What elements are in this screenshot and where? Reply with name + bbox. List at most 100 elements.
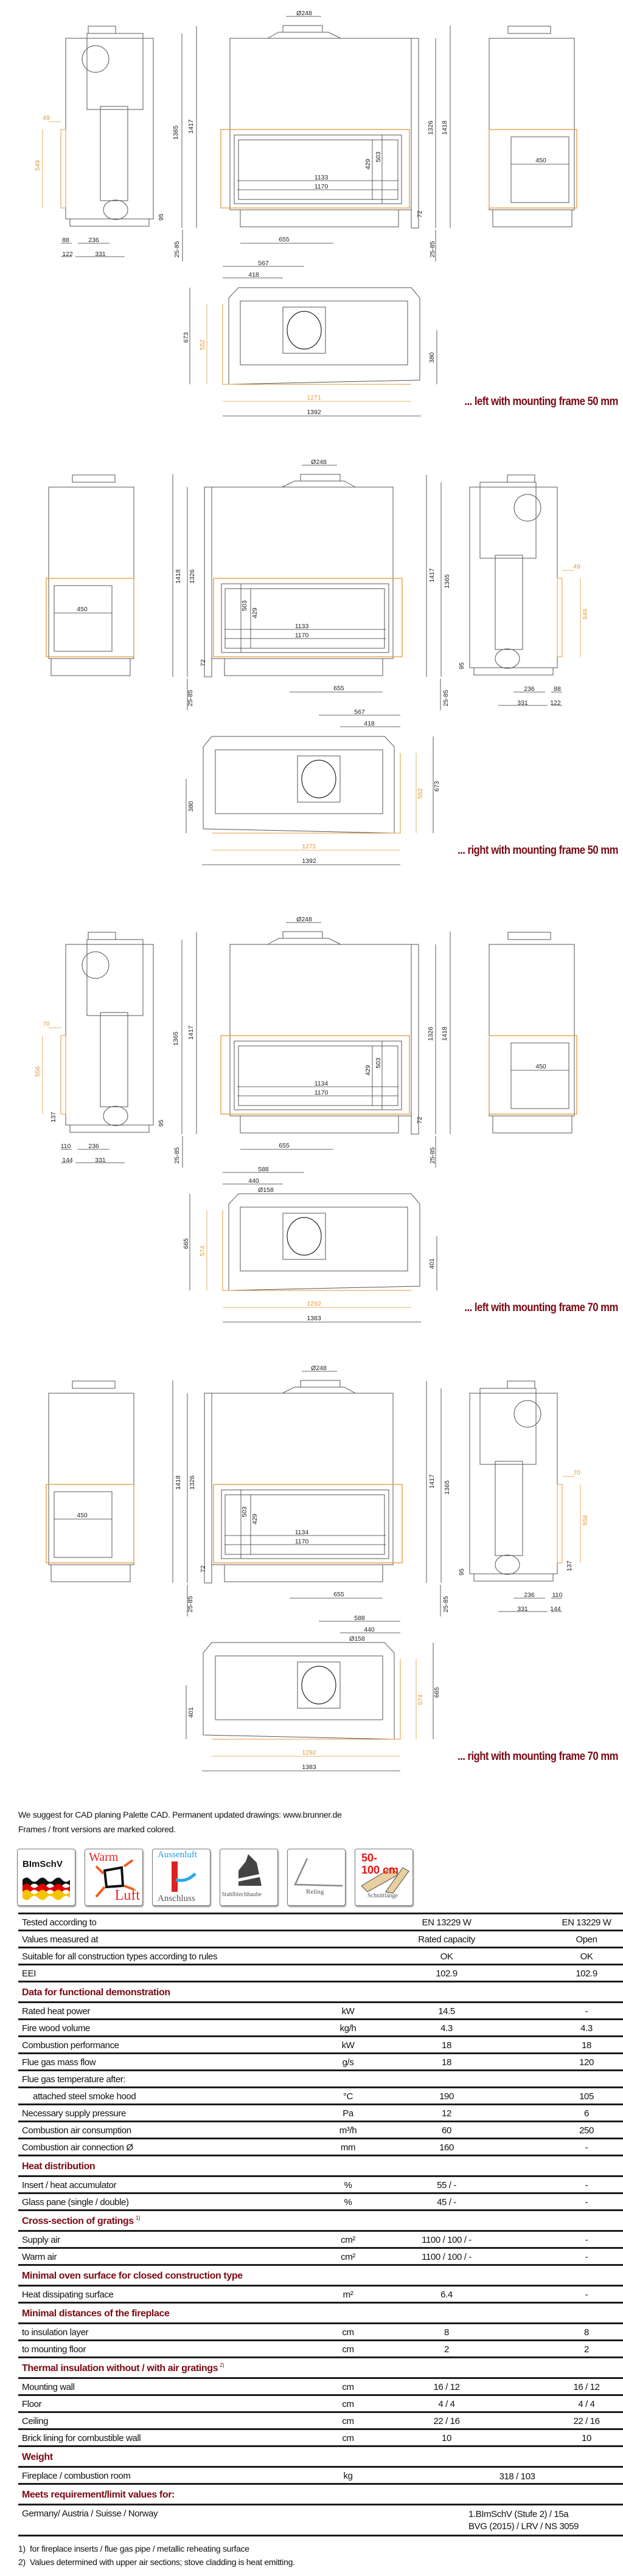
dimension-label-pd: 665: [183, 1238, 190, 1249]
german-flag-waves: [23, 1877, 70, 1900]
section-heading-text: Meets requirement/limit values for:: [22, 2490, 175, 2500]
air-connection: [103, 1106, 128, 1126]
technical-drawing: Ø248136514174954995132614184295031133117…: [46, 459, 589, 865]
dimension-label-glass_h2: 503: [375, 1058, 382, 1068]
right-flue-collar: [507, 932, 551, 940]
row-label: Floor: [22, 2399, 42, 2409]
value-rated: 14.5: [438, 2006, 455, 2017]
dimension-label-pw: 1392: [307, 409, 321, 416]
dimension-label-h1417: 1417: [428, 568, 436, 583]
row-label: Mounting wall: [22, 2382, 75, 2392]
front-post: [204, 486, 212, 677]
dimension-label-glass_h1: 429: [364, 159, 372, 170]
plan-firebox: [240, 1207, 408, 1272]
row-label: Supply air: [22, 2235, 60, 2245]
dimension-label-d655: 655: [333, 685, 344, 692]
dimension-label-d655: 655: [333, 1591, 344, 1598]
row-unit: kg/h: [339, 2023, 357, 2034]
dimension-label-b1: 110: [61, 1143, 71, 1150]
outside-air-icon: Aussenluft Anschluss: [152, 1849, 211, 1906]
row-unit: cm: [342, 2382, 354, 2392]
dimension-label-b3: 122: [550, 699, 561, 707]
standards-line: BVG (2015) / LRV / NS 3059: [468, 2521, 579, 2532]
intro-line-frames: Frames / front versions are marked color…: [18, 1824, 176, 1834]
front-flue-collar: [300, 1380, 341, 1388]
railing-shape: [294, 1858, 343, 1887]
dimension-label-d72: 72: [416, 1117, 423, 1124]
value-open: 22 / 16: [573, 2416, 600, 2426]
dimension-label-frame_height: 556: [34, 1066, 41, 1077]
section-heading: Thermal insulation without / with air gr…: [18, 2358, 623, 2379]
dimension-label-h1365: 1365: [444, 574, 451, 589]
icon-label: Reling: [306, 1888, 324, 1896]
dimension-label-pf: 574: [417, 1694, 424, 1705]
footnote-number: 2): [18, 2557, 26, 2567]
dimension-label-d137: 137: [50, 1112, 57, 1123]
icon-label: Aussenluft: [158, 1850, 197, 1860]
dimension-label-p_d158: Ø158: [349, 1635, 365, 1643]
dimension-label-b3: 144: [550, 1605, 561, 1613]
value-open: 2: [584, 2344, 589, 2355]
plan-outline: [203, 736, 395, 834]
dimension-label-d137: 137: [566, 1560, 573, 1571]
dimension-label-frame_offset: 70: [43, 1020, 50, 1028]
dimension-label-h1417: 1417: [187, 1025, 195, 1040]
value-open: -: [585, 2290, 588, 2300]
drawing-shapes: [42, 16, 577, 417]
flue-collar: [88, 932, 116, 940]
section-caption: ... left with mounting frame 50 mm: [464, 395, 619, 408]
dimension-label-b2: 236: [524, 685, 535, 693]
value-rated: 55 / -: [437, 2180, 456, 2190]
dimension-label-glass_w2: 1170: [295, 632, 309, 639]
dimension-label-pw: 1392: [302, 857, 316, 865]
value-rated: 2: [444, 2344, 449, 2355]
table-row: Insert / heat accumulator%55 / --: [18, 2177, 623, 2194]
intro-line-cad: We suggest for CAD planing Palette CAD. …: [18, 1810, 342, 1819]
value-open: -: [585, 2252, 588, 2262]
dimension-label-h1417: 1417: [428, 1474, 436, 1489]
value-open: 18: [582, 2040, 591, 2051]
dimension-label-frame_offset: 49: [43, 114, 50, 122]
plan-flue-plate: [297, 1661, 341, 1709]
dimension-label-d248: Ø248: [311, 1365, 327, 1372]
value-rated: 10: [442, 2433, 451, 2443]
plan-outline: [228, 1193, 420, 1291]
row-unit: cm: [342, 2399, 354, 2409]
section-caption: ... left with mounting frame 70 mm: [464, 1301, 619, 1314]
dimension-label-h1418: 1418: [175, 1475, 182, 1490]
right-body: [489, 944, 575, 1117]
glass-pane: [224, 1494, 385, 1555]
icon-label: Schnittlänge: [367, 1892, 398, 1899]
front-flue-collar: [282, 25, 323, 33]
footnote-ref: 1): [136, 2215, 141, 2221]
dimension-label-frame_height: 549: [34, 160, 41, 171]
plan-mounting-frame: [222, 304, 411, 385]
dimension-label-h1418: 1418: [441, 120, 448, 135]
dimension-label-b4: 331: [95, 1157, 106, 1164]
row-unit: kW: [341, 2006, 355, 2017]
value-rated: 102.9: [436, 1968, 458, 1979]
row-label: EEI: [22, 1968, 36, 1979]
row-label: Germany/ Austria / Suisse / Norway: [22, 2508, 158, 2519]
dimension-label-d72: 72: [200, 1565, 207, 1573]
right-base: [50, 658, 131, 676]
row-unit: %: [344, 2197, 352, 2207]
row-unit: cm²: [341, 2252, 355, 2262]
row-label: to mounting floor: [22, 2344, 86, 2355]
flue-box: [479, 482, 537, 559]
warm-air-icon: Warm Luft: [85, 1849, 143, 1906]
section-heading: Weight: [18, 2447, 623, 2468]
technical-drawing: Ø248136514177055695137132614184295031134…: [46, 1365, 589, 1771]
dimension-label-adj2: 25-85: [187, 690, 194, 706]
plan-flue-opening: [301, 760, 336, 798]
dimension-label-adj1: 25-85: [173, 1147, 181, 1163]
dimension-label-side_glass: 450: [535, 1063, 546, 1070]
row-label: Necessary supply pressure: [22, 2108, 126, 2119]
section-heading: Data for functional demonstration: [18, 1982, 623, 2003]
